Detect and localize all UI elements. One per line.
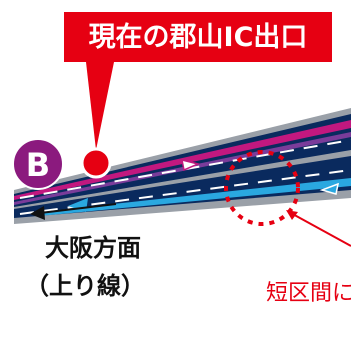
lane-arrow-left-icon [319, 182, 340, 195]
highway-shoulder-lower [14, 190, 351, 224]
highway-median [14, 150, 351, 209]
lane-arrow-right-icon [181, 158, 201, 172]
pointer-arrow-icon [286, 210, 298, 220]
purple-lane [14, 132, 351, 205]
cyan-lane [40, 178, 351, 216]
callout-box [64, 12, 332, 62]
direction-line1: 大阪方面 [45, 234, 141, 262]
note-label: 短区間に [266, 281, 351, 306]
pointer-line [288, 211, 351, 247]
exit-dot [80, 147, 112, 179]
callout-label: 現在の郡山IC出口 [89, 22, 308, 53]
direction-arrow-icon [30, 206, 45, 220]
direction-arrow-line [39, 203, 117, 214]
route-badge-letter: B [26, 146, 50, 184]
route-badge [12, 138, 64, 190]
highlight-circle [224, 150, 300, 226]
callout-tail [86, 62, 114, 150]
direction-line2: （上り線） [25, 272, 145, 300]
